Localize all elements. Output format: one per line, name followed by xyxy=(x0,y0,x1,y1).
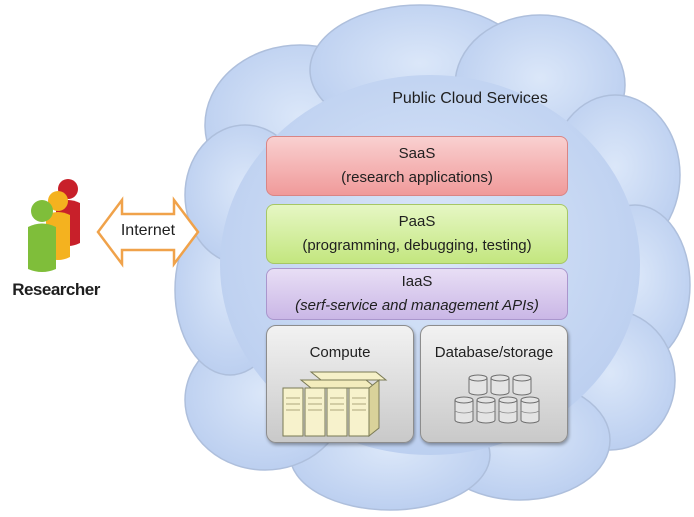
double-arrow-icon xyxy=(96,196,200,268)
iaas-layer: IaaS (serf-service and management APIs) xyxy=(266,268,568,320)
saas-name: SaaS xyxy=(398,145,436,162)
paas-layer: PaaS (programming, debugging, testing) xyxy=(266,204,568,264)
database-label: Database/storage xyxy=(434,344,554,361)
researcher-label: Researcher xyxy=(12,280,100,299)
cloud-title: Public Cloud Services xyxy=(392,90,548,107)
people-icon xyxy=(28,179,80,272)
saas-layer: SaaS (research applications) xyxy=(266,136,568,196)
saas-desc: (research applications) xyxy=(341,169,493,186)
iaas-name: IaaS xyxy=(401,273,433,290)
compute-box: Compute xyxy=(266,325,414,443)
database-icon xyxy=(454,374,540,424)
paas-desc: (programming, debugging, testing) xyxy=(302,237,532,254)
database-box: Database/storage xyxy=(420,325,568,443)
iaas-desc: (serf-service and management APIs) xyxy=(295,297,539,314)
server-rack-icon xyxy=(282,371,388,438)
compute-label: Compute xyxy=(309,344,371,361)
internet-label: Internet xyxy=(120,222,176,239)
paas-name: PaaS xyxy=(398,213,436,230)
